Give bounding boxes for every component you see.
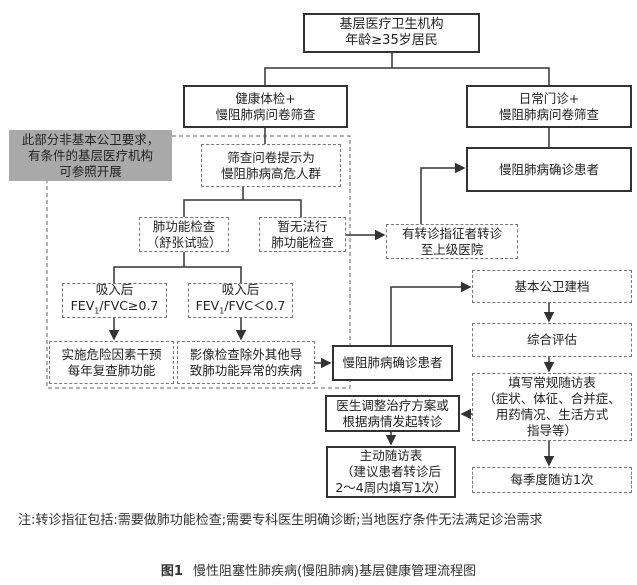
box-text: 主动随访表 <box>359 448 423 463</box>
box-followup-form: 填写常规随访表 （症状、体征、合并症、 用药情况、生活方式 指导等） <box>472 373 632 441</box>
box-text: 指导等） <box>526 423 577 438</box>
box-text: 慢阻肺病确诊患者 <box>342 355 443 370</box>
box-text: 慢阻肺病确诊患者 <box>498 161 599 177</box>
fev-label: FEV <box>195 297 220 313</box>
box-community-residents: 基层医疗卫生机构 年龄≥35岁居民 <box>303 13 480 53</box>
box-referral: 有转诊指征者转诊 至上级医院 <box>386 224 518 259</box>
box-text: （建议患者转诊后 <box>340 464 441 479</box>
figure-caption: 图1 慢性阻塞性肺疾病(慢阻肺病)基层健康管理流程图 <box>0 560 637 579</box>
box-text: 此部分非基本公卫要求， <box>21 131 160 147</box>
box-text: 2～4周内填写1次） <box>335 480 447 495</box>
box-text: 基层医疗卫生机构 <box>339 17 444 32</box>
box-text: 慢阻肺病问卷筛查 <box>215 106 316 122</box>
connector-lungtest <box>113 252 242 283</box>
box-diagnosed-mid: 慢阻肺病确诊患者 <box>332 345 453 381</box>
fev-subscript: 1 <box>94 306 100 316</box>
box-text: 慢阻肺病高危人群 <box>220 165 321 181</box>
box-text: 至上级医院 <box>420 241 484 257</box>
arrow-referral-up <box>420 162 466 224</box>
box-text: 可参照开展 <box>59 163 122 179</box>
box-text: 有条件的基层医疗机构 <box>27 147 153 163</box>
box-text: （症状、体征、合并症、 <box>483 391 621 406</box>
dashed-region <box>46 135 351 389</box>
fev-subscript: 1 <box>219 306 225 316</box>
box-text: 基本公卫建档 <box>514 278 590 294</box>
box-text: 肺功能检查 <box>152 218 216 234</box>
box-text: 实施危险因素干预 <box>61 346 162 362</box>
box-text: 医生调整治疗方案或 <box>336 397 449 413</box>
box-assessment: 综合评估 <box>472 323 632 357</box>
box-text: 筛查问卷提示为 <box>227 149 315 165</box>
fev-label: FEV <box>70 297 95 313</box>
box-text: 慢阻肺病问卷筛查 <box>498 106 599 122</box>
box-text: 每年复查肺功能 <box>67 362 156 378</box>
box-risk-intervention: 实施危险因素干预 每年复查肺功能 <box>49 341 174 384</box>
box-text: FEV1/FVC≥0.7 <box>71 298 159 320</box>
footnote: 注:转诊指征包括:需要做肺功能检查;需要专科医生明确诊断;当地医疗条件无法满足诊… <box>18 513 543 528</box>
box-screening-high-risk: 筛查问卷提示为 慢阻肺病高危人群 <box>201 144 341 187</box>
box-fev-ge-07: 吸入后 FEV1/FVC≥0.7 <box>62 281 167 320</box>
box-health-check: 健康体检+ 慢阻肺病问卷筛查 <box>183 85 348 128</box>
box-text: 有转诊指征者转诊 <box>401 225 502 241</box>
connector-screening <box>183 187 302 217</box>
caption-label: 图1 <box>160 564 183 579</box>
box-active-followup: 主动随访表 （建议患者转诊后 2～4周内填写1次） <box>326 446 456 498</box>
box-daily-clinic: 日常门诊+ 慢阻肺病问卷筛查 <box>466 85 632 128</box>
box-diagnosed-right: 慢阻肺病确诊患者 <box>466 147 632 192</box>
box-text: 综合评估 <box>526 332 577 347</box>
arrow-to-archive <box>390 281 472 345</box>
box-archive: 基本公卫建档 <box>472 270 632 303</box>
fev-ratio: /FVC≥0.7 <box>99 297 159 313</box>
box-text: 影像检查除外其他导 <box>189 346 303 362</box>
box-fev-lt-07: 吸入后 FEV1/FVC＜0.7 <box>188 281 293 320</box>
gray-note-box: 此部分非基本公卫要求， 有条件的基层医疗机构 可参照开展 <box>9 130 172 181</box>
box-text: 肺功能检查 <box>271 234 334 250</box>
box-text: 填写常规随访表 <box>508 375 596 390</box>
box-text: FEV1/FVC＜0.7 <box>196 298 286 320</box>
connector-top <box>264 53 550 85</box>
box-doctor-adjust: 医生调整治疗方案或 根据病情发起转诊 <box>325 395 460 432</box>
box-text: 用药情况、生活方式 <box>495 407 609 422</box>
box-quarterly-followup: 每季度随访1次 <box>472 467 632 493</box>
box-text: 健康体检+ <box>235 90 296 106</box>
box-text: 吸入后 <box>221 281 260 297</box>
box-text: 年龄≥35岁居民 <box>345 33 438 48</box>
box-text: 每季度随访1次 <box>510 472 594 487</box>
box-text: 日常门诊+ <box>518 90 580 106</box>
box-imaging-exclusion: 影像检查除外其他导 致肺功能异常的疾病 <box>177 341 315 384</box>
box-text: （舒张试验） <box>146 234 222 250</box>
box-lung-function-test: 肺功能检查 （舒张试验） <box>139 217 229 252</box>
box-no-lung-test: 暂无法行 肺功能检查 <box>259 217 346 252</box>
box-text: 吸入后 <box>95 281 134 297</box>
box-text: 暂无法行 <box>277 218 328 234</box>
box-text: 根据病情发起转诊 <box>342 413 443 429</box>
fev-ratio: /FVC＜0.7 <box>224 297 286 313</box>
box-text: 致肺功能异常的疾病 <box>189 362 303 378</box>
caption-title: 慢性阻塞性肺疾病(慢阻肺病)基层健康管理流程图 <box>192 564 477 579</box>
